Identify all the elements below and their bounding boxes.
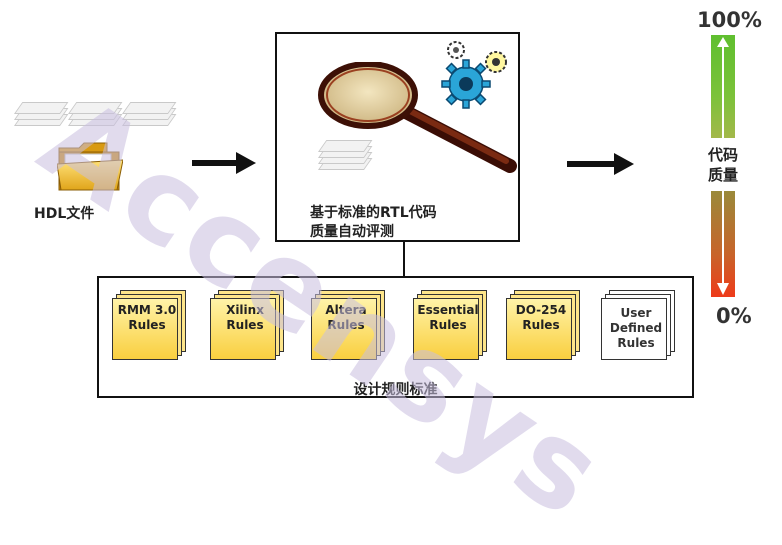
rules-doc-label: Altera Rules <box>325 303 367 332</box>
arrow-down-icon <box>717 191 729 295</box>
rules-doc-xilinx: Xilinx Rules <box>210 290 286 366</box>
rules-doc-do254: DO-254 Rules <box>506 290 582 366</box>
paper-stack-icon <box>122 98 177 128</box>
paper-stack-icon <box>68 98 123 128</box>
rules-doc-label: User Defined Rules <box>609 306 663 350</box>
connector-line <box>403 242 405 276</box>
paper-stack-icon <box>318 138 373 170</box>
rules-doc-label: Xilinx Rules <box>226 303 264 332</box>
rules-doc-label: RMM 3.0 Rules <box>117 303 177 332</box>
code-quality-label: 代码 质量 <box>707 146 738 184</box>
evaluation-label: 基于标准的RTL代码 质量自动评测 <box>310 205 437 240</box>
folder-icon <box>57 142 123 191</box>
rules-doc-user-defined: User Defined Rules <box>601 290 677 366</box>
rules-doc-label: Essential Rules <box>417 303 479 332</box>
rules-doc-rmm: RMM 3.0 Rules <box>112 290 188 366</box>
quality-max-label: 100% <box>697 8 762 32</box>
rules-standard-title: 设计规则标准 <box>353 382 438 398</box>
quality-min-label: 0% <box>716 304 752 328</box>
arrow-up-icon <box>717 37 729 138</box>
rules-doc-altera: Altera Rules <box>311 290 387 366</box>
rules-doc-essential: Essential Rules <box>413 290 489 366</box>
rules-doc-label: DO-254 Rules <box>515 303 567 332</box>
paper-stack-icon <box>14 98 69 128</box>
gears-icon <box>441 41 507 109</box>
hdl-file-label: HDL文件 <box>34 206 95 222</box>
magnifier-icon <box>318 62 517 173</box>
rules-standard-box <box>97 276 694 398</box>
